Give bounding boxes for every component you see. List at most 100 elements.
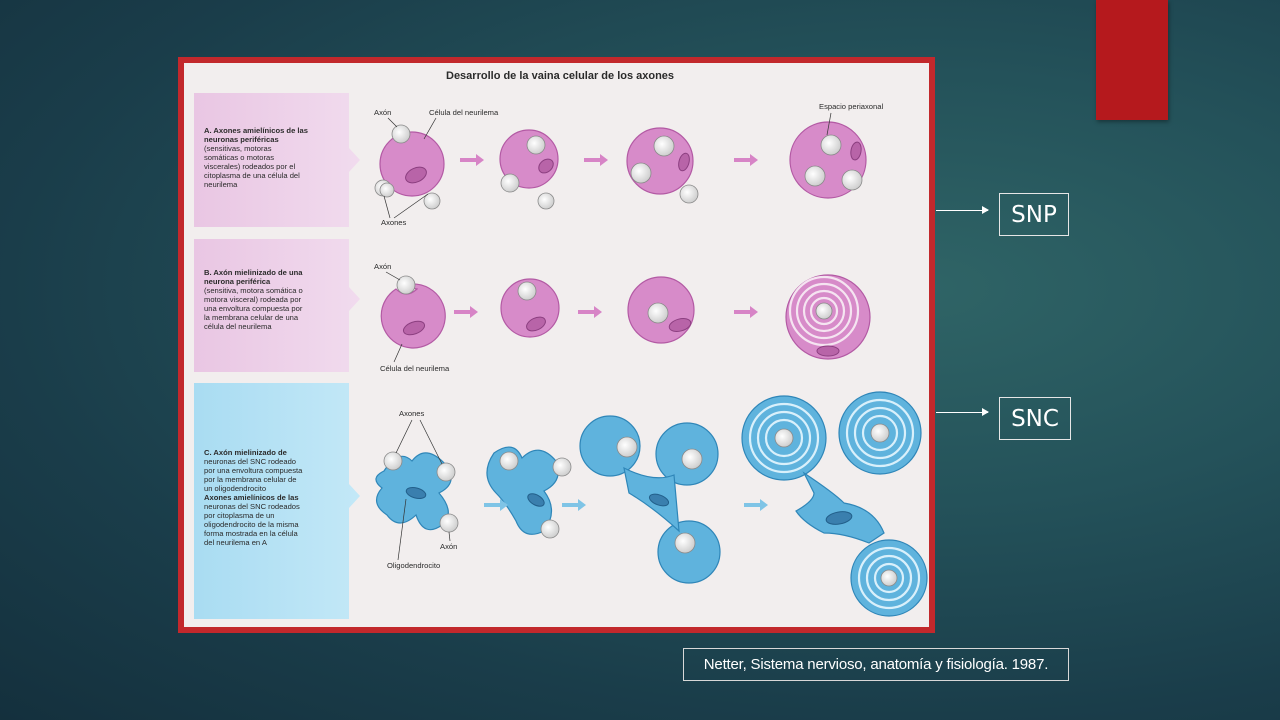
panel-b-line: motora visceral) rodeada por [204, 295, 302, 304]
panel-b-line: (sensitiva, motora somática o [204, 286, 303, 295]
axon [841, 169, 863, 191]
axon [383, 451, 403, 471]
flow-arrow [734, 154, 758, 166]
panel-c-line: oligodendrocito de la misma [204, 520, 299, 529]
label-cell-a: Célula del neurilema [429, 108, 499, 117]
panel-b-line: la membrana celular de una [204, 313, 299, 322]
axon [804, 165, 826, 187]
panel-c-line: por una envoltura compuesta [204, 466, 303, 475]
panel-b-box [194, 239, 360, 372]
panel-a-line: neurilema [204, 180, 238, 189]
citation: Netter, Sistema nervioso, anatomía y fis… [683, 648, 1069, 681]
nucleus [816, 345, 840, 357]
axon [552, 457, 572, 477]
row-c-cells [375, 391, 928, 617]
axon [540, 519, 560, 539]
accent-tab [1096, 0, 1168, 120]
label-axon-c: Axón [440, 542, 457, 551]
panel-c-line: del neurilema en A [204, 538, 268, 547]
axon [616, 436, 638, 458]
panel-c-line: un oligodendrocito [204, 484, 266, 493]
nucleus [678, 152, 690, 172]
panel-b-line: neurona periférica [204, 277, 271, 286]
figure-diagram: Desarrollo de la vaina celular de los ax… [194, 70, 928, 619]
label-axon-a: Axón [374, 108, 391, 117]
nucleus [668, 318, 692, 332]
panel-c-line: Axones amielínicos de las [204, 493, 299, 502]
panel-c-line: neuronas del SNC rodeados [204, 502, 300, 511]
axon [500, 173, 520, 193]
panel-a-box [194, 93, 360, 227]
pink-cell [380, 283, 446, 349]
panel-c-line: forma mostrada en la célula [204, 529, 298, 538]
row-c-nuclei [405, 487, 853, 525]
axon [537, 192, 555, 210]
row-b-myelin-spiral [788, 275, 860, 347]
panel-c-line: por la membrana celular de [204, 475, 296, 484]
axon [630, 162, 652, 184]
row-a-cells [379, 121, 867, 199]
nucleus [402, 320, 426, 336]
flow-arrow [454, 306, 478, 318]
row-a-axons [374, 124, 863, 210]
axon [379, 182, 395, 198]
figure-title: Desarrollo de la vaina celular de los ax… [446, 70, 674, 82]
nucleus [405, 166, 427, 184]
nucleus [538, 158, 554, 174]
axon [880, 569, 898, 587]
panel-a-line: somáticas o motoras [204, 153, 274, 162]
flow-arrow [484, 499, 508, 511]
nucleus [527, 493, 545, 507]
panel-c-line: C. Axón mielinizado de [204, 448, 287, 457]
oligodendrocyte-body [795, 471, 885, 544]
axon [681, 448, 703, 470]
axon [499, 451, 519, 471]
axon [391, 124, 411, 144]
axon [526, 135, 546, 155]
axon [436, 462, 456, 482]
axon [517, 281, 537, 301]
flow-arrows [454, 154, 768, 511]
nucleus [405, 487, 427, 499]
axon [774, 428, 794, 448]
label-space: Espacio periaxonal [819, 102, 883, 111]
label-oligo: Oligodendrocito [387, 561, 440, 570]
axon [647, 302, 669, 324]
arrow-snp [936, 206, 989, 214]
label-cell-b: Célula del neurilema [380, 364, 450, 373]
row-a-leaders [383, 112, 832, 219]
nucleus [648, 493, 670, 507]
axon [820, 134, 842, 156]
panel-a-line: neuronas periféricas [204, 135, 279, 144]
pink-cell [379, 131, 445, 197]
panel-a-line: citoplasma de una célula del [204, 171, 300, 180]
axon [396, 275, 416, 295]
row-c-myelin-spirals [748, 398, 921, 610]
panel-a-line: (sensitivas, motoras [204, 144, 272, 153]
panel-a-line: viscerales) rodeados por el [204, 162, 295, 171]
flow-arrow [562, 499, 586, 511]
row-b-leaders [385, 271, 403, 363]
panel-c-line: por citoplasma de un [204, 511, 275, 520]
panel-b-line: célula del neurilema [204, 322, 272, 331]
flow-arrow [578, 306, 602, 318]
flow-arrow [584, 154, 608, 166]
row-b-axons [396, 275, 833, 324]
flow-arrow [734, 306, 758, 318]
row-b-nuclei [402, 316, 840, 357]
panel-b-text: B. Axón mielinizado de una neurona perif… [204, 268, 303, 331]
panel-c-box [194, 383, 360, 619]
axon [679, 184, 699, 204]
arrow-snc [936, 408, 989, 416]
panel-c-text: C. Axón mielinizado de neuronas del SNC … [204, 448, 303, 547]
panel-a-text: A. Axones amielínicos de las neuronas pe… [204, 126, 308, 189]
label-axons-a: Axones [381, 218, 407, 227]
flow-arrow [460, 154, 484, 166]
label-axon-b: Axón [374, 262, 391, 271]
label-axons-c: Axones [399, 409, 425, 418]
row-c-leaders [395, 419, 451, 561]
axon [674, 532, 696, 554]
oligodendrocyte [579, 415, 641, 477]
panel-b-line: B. Axón mielinizado de una [204, 268, 303, 277]
axon [439, 513, 459, 533]
